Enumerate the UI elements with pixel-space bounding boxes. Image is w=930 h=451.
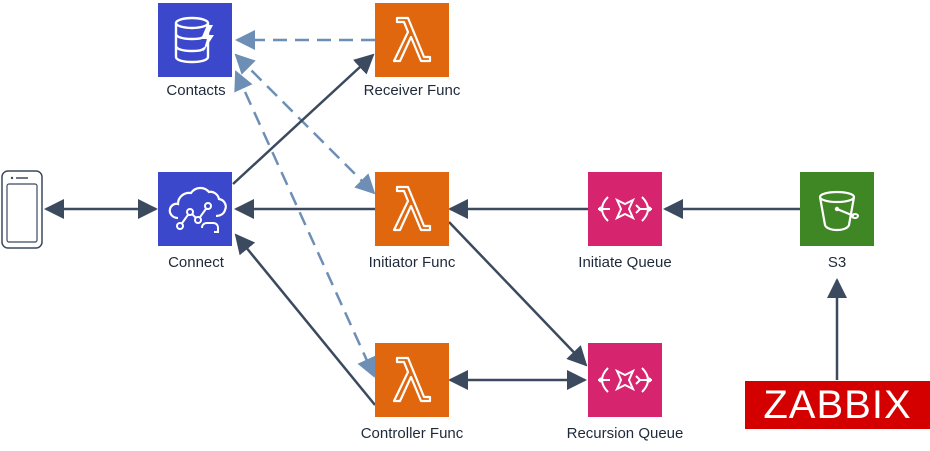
mobile-phone-icon	[1, 170, 43, 249]
contacts-node	[158, 3, 232, 77]
lambda-icon	[392, 356, 432, 403]
controller-func-label: Controller Func	[360, 425, 464, 442]
initiator-func-label: Initiator Func	[368, 254, 456, 271]
dynamodb-icon	[174, 16, 214, 64]
receiver-func-label: Receiver Func	[363, 82, 461, 99]
initiator-func-node	[375, 172, 449, 246]
arrow-initiator-to-recursion-queue	[448, 221, 588, 367]
connect-node	[158, 172, 232, 246]
lambda-icon	[392, 16, 432, 63]
lambda-icon	[392, 185, 432, 232]
arrow-contacts-controller	[234, 70, 376, 378]
amazon-connect-icon	[168, 186, 227, 233]
zabbix-logo: ZABBIX	[745, 381, 930, 429]
receiver-func-node	[375, 3, 449, 77]
zabbix-logo-text: ZABBIX	[763, 382, 912, 427]
initiate-queue-node	[588, 172, 662, 246]
sqs-queue-icon	[598, 196, 652, 222]
s3-node	[800, 172, 874, 246]
initiate-queue-label: Initiate Queue	[578, 254, 672, 271]
s3-label: S3	[827, 254, 847, 271]
arrow-contacts-initiator	[234, 53, 376, 195]
arrow-connect-to-receiver	[232, 53, 375, 185]
controller-func-node	[375, 343, 449, 417]
connect-label: Connect	[168, 254, 224, 271]
contacts-label: Contacts	[166, 82, 226, 99]
sqs-queue-icon	[598, 367, 652, 393]
recursion-queue-label: Recursion Queue	[566, 425, 684, 442]
arrow-controller-to-connect	[234, 233, 376, 406]
s3-bucket-icon	[818, 190, 859, 232]
recursion-queue-node	[588, 343, 662, 417]
